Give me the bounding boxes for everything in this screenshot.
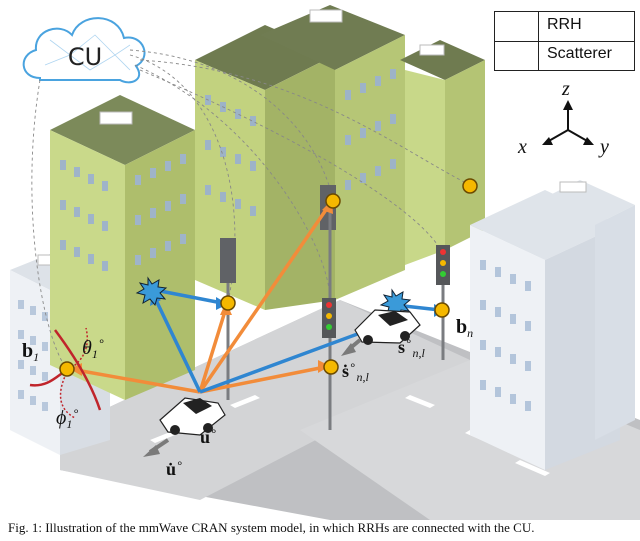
label-snl-dot-sup: ∘	[349, 358, 357, 372]
label-theta1-sup: ∘	[97, 334, 106, 348]
label-theta1-sub: 1	[91, 347, 98, 361]
legend-scatterer-cell	[495, 41, 539, 70]
label-bn: bn	[456, 316, 473, 341]
label-theta1: θ1∘	[82, 334, 105, 362]
rrh-node	[220, 295, 236, 311]
legend-row-scatterer: Scatterer	[495, 41, 634, 70]
axis-z-label: z	[562, 78, 570, 100]
rrh-node	[325, 193, 341, 209]
ground-plane	[60, 300, 640, 520]
velocity-arrows	[143, 338, 362, 457]
legend-rrh-label: RRH	[547, 16, 582, 33]
legend-scatterer-label: Scatterer	[547, 45, 612, 62]
label-phi1: ϕ1∘	[56, 404, 80, 432]
label-snl-dot-sub: n,l	[356, 370, 369, 384]
legend-row-rrh: RRH	[495, 12, 634, 42]
axis-x-label: x	[518, 136, 527, 158]
label-u-main: u	[200, 427, 211, 447]
label-b1: b1	[22, 340, 39, 365]
label-b1-sub: 1	[33, 350, 40, 364]
label-snl-main: s	[398, 337, 406, 357]
cu-label: CU	[68, 43, 102, 71]
label-snl-dot: ṡ∘n,l	[342, 358, 369, 385]
label-udot: u̇∘	[166, 456, 184, 480]
orange-links	[75, 203, 332, 394]
building-green-center	[195, 5, 405, 310]
label-bn-sub: n	[467, 326, 474, 340]
axis-y-label: y	[600, 136, 609, 158]
label-snl-sup: ∘	[405, 334, 413, 348]
legend-rrh-cell	[495, 12, 539, 41]
label-udot-main: u̇	[166, 459, 177, 479]
scatterer-car	[354, 309, 421, 345]
label-phi1-sub: 1	[66, 417, 73, 431]
label-theta1-main: θ	[82, 337, 92, 359]
axes-glyph	[542, 100, 594, 145]
rrh-node	[59, 361, 75, 377]
building-green-right	[400, 40, 485, 265]
rrh-node	[434, 302, 450, 318]
label-phi1-main: ϕ	[56, 407, 67, 429]
rrh-nodes	[59, 178, 478, 377]
label-phi1-sup: ∘	[72, 404, 80, 418]
rrh-node	[462, 178, 478, 194]
cu-cloud: CU	[22, 17, 146, 84]
figure-caption: Fig. 1: Illustration of the mmWave CRAN …	[8, 520, 535, 535]
fronthaul-links	[31, 49, 471, 369]
label-udot-sup: ∘	[176, 456, 184, 470]
label-b1-main: b	[22, 340, 34, 362]
label-snl-sub: n,l	[412, 346, 425, 360]
label-bn-main: b	[456, 316, 468, 338]
label-snl-dot-main: ṡ	[342, 361, 350, 381]
user-car	[159, 397, 226, 436]
legend: RRH Scatterer	[494, 11, 635, 71]
label-u-sup: ∘	[210, 424, 218, 438]
label-snl: s∘n,l	[398, 334, 425, 361]
label-u: u∘	[200, 424, 218, 448]
rrh-node	[323, 359, 339, 375]
building-green-left	[50, 95, 195, 400]
building-right	[470, 180, 635, 470]
scatterer-star-1	[135, 276, 168, 307]
